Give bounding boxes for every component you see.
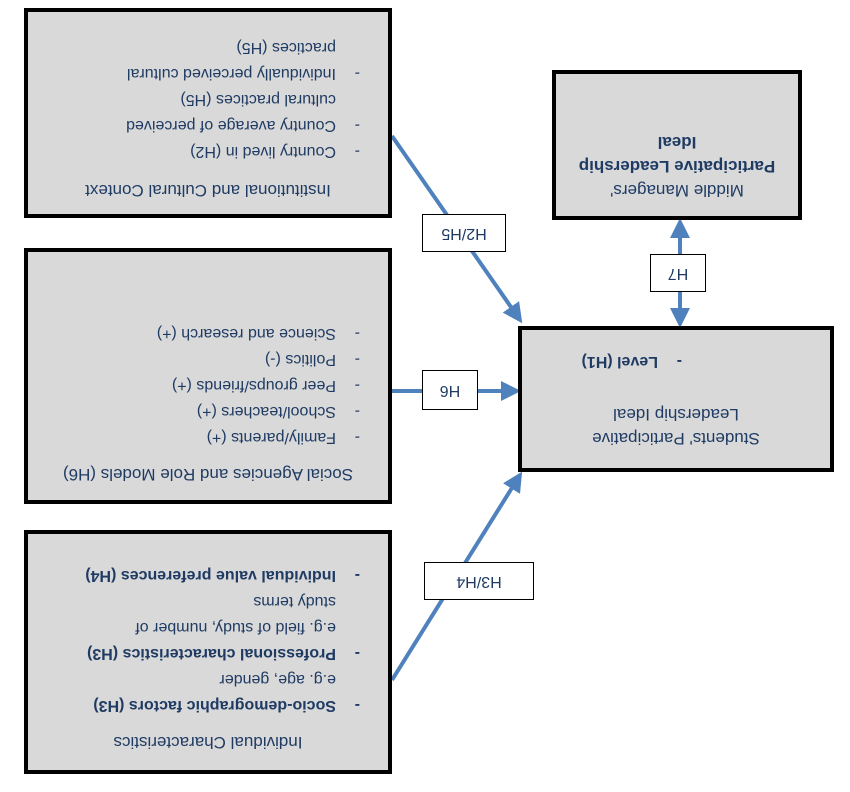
social-item: Politics (-) [157,346,388,372]
label-h6: H6 [422,370,478,410]
institutional-context-list: Country lived in (H2)Country average of … [126,34,388,164]
social-item: Family/parents (+) [157,424,388,450]
individual-item: study terms [253,593,336,610]
middle-managers-box: Middle Managers' Participative Leadershi… [552,70,802,220]
individual-item: e.g. age, gender [219,671,336,688]
social-item: Peer groups/friends (+) [157,372,388,398]
students-ideal-item: Level (H1) [582,348,710,374]
students-ideal-title-line1: Students' Participative [592,429,760,448]
individual-characteristics-box: Individual Characteristics Socio-demogra… [24,530,392,774]
individual-characteristics-title: Individual Characteristics [113,733,303,752]
institutional-item: Country lived in (H2) [126,138,388,164]
social-agencies-box: Social Agencies and Role Models (H6) Fam… [24,248,392,504]
individual-item: Professional characteristics (H3) [85,640,388,666]
institutional-item: Individually perceived cultural [126,60,388,86]
institutional-context-box: Institutional and Cultural Context Count… [24,8,392,218]
students-ideal-list: Level (H1) [582,348,710,374]
individual-item: Socio-demographic factors (H3) [85,692,388,718]
students-ideal-title-line2: Leadership Ideal [613,405,739,424]
social-item: School/teachers (+) [157,398,388,424]
individual-characteristics-list: Socio-demographic factors (H3) e.g. age, … [85,562,388,718]
label-h7: H7 [650,254,706,292]
institutional-item: cultural practices (H5) [180,91,336,108]
individual-item: e.g. field of study, number of [135,619,336,636]
institutional-context-title: Institutional and Cultural Context [85,181,331,200]
social-agencies-list: Family/parents (+)School/teachers (+)Pee… [157,320,388,450]
label-h2h5: H2/H5 [422,214,506,252]
social-agencies-title: Social Agencies and Role Models (H6) [62,465,354,484]
social-item: Science and research (+) [157,320,388,346]
individual-item: Individual value preferences (H4) [85,562,388,588]
students-ideal-box: Students' Participative Leadership Ideal… [518,326,834,472]
middle-managers-line3: Ideal [657,133,697,152]
institutional-item: Country average of perceived [126,112,388,138]
middle-managers-line1: Middle Managers' [610,181,744,200]
middle-managers-line2: Participative Leadership [578,157,776,176]
label-h3h4: H3/H4 [424,562,534,600]
institutional-item: practices (H5) [236,39,336,56]
